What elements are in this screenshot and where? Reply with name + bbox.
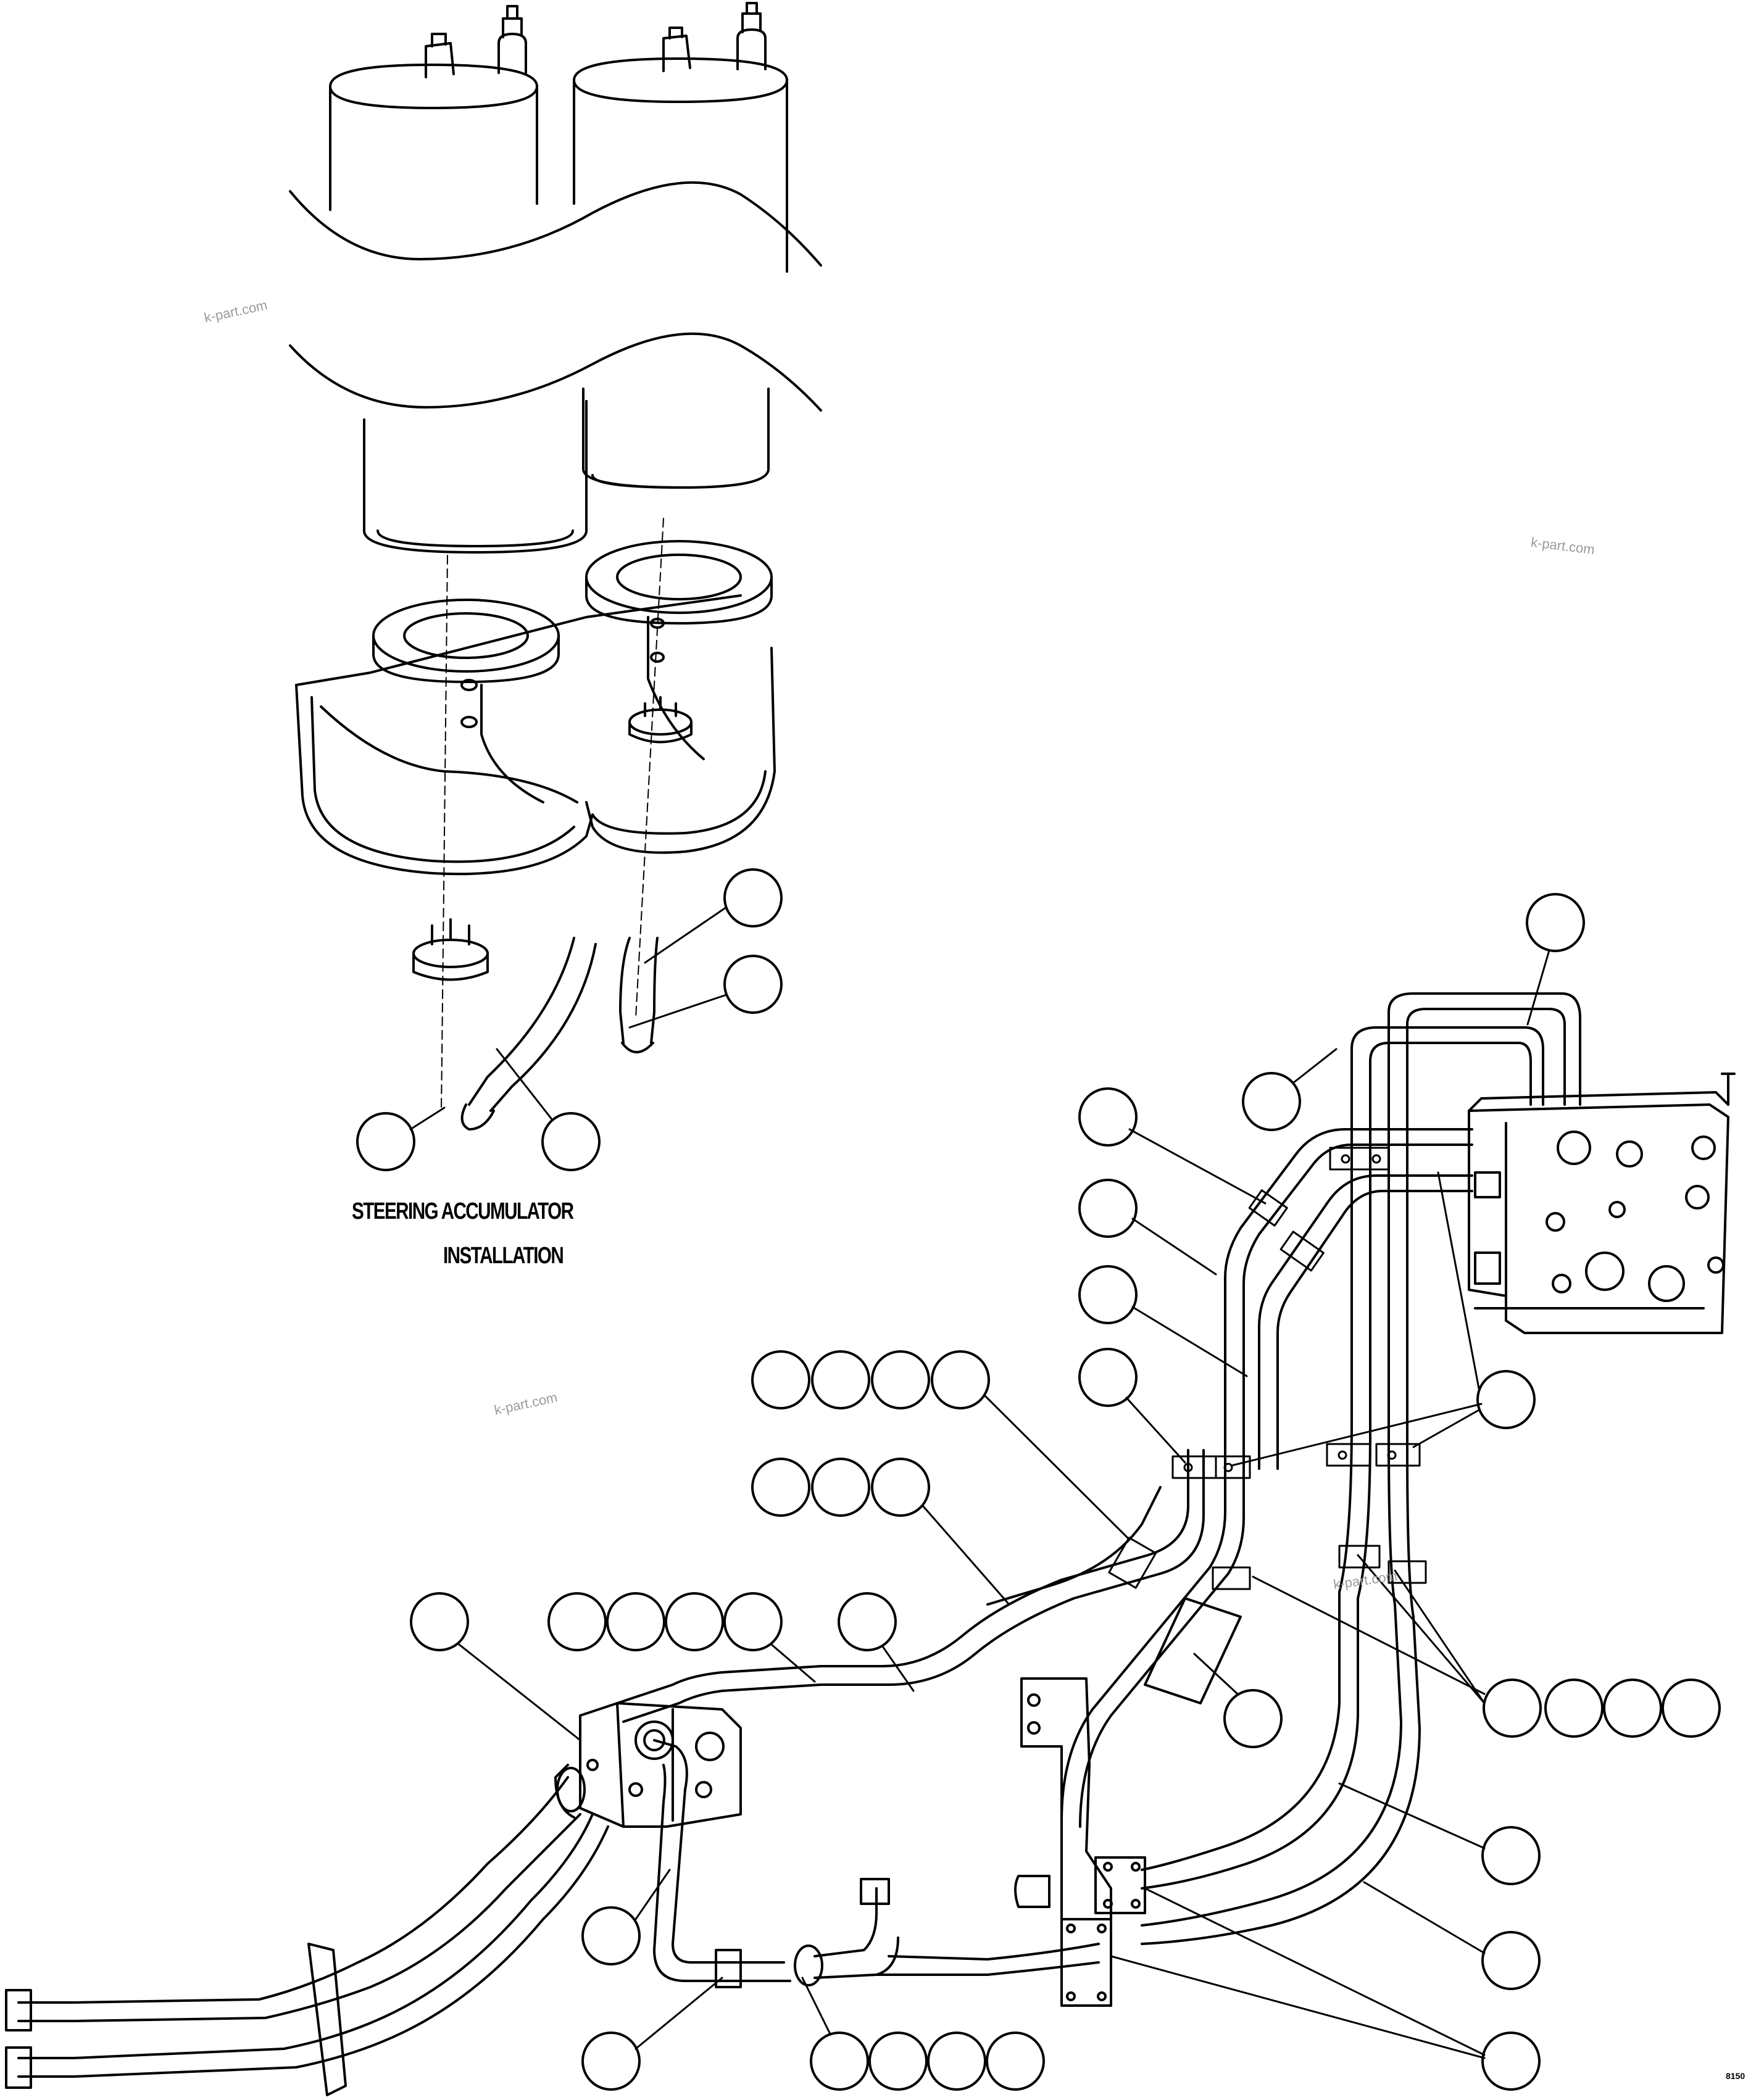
callout-14: [871, 1350, 930, 1409]
steel-lines: [616, 992, 1581, 1945]
mounting-plate: [1014, 1677, 1146, 2007]
mounting-bracket: [295, 540, 776, 876]
callout-28: [1603, 1679, 1662, 1738]
caption-line-1: STEERING ACCUMULATOR: [352, 1198, 574, 1224]
callout-38: [986, 2032, 1045, 2091]
callout-9: [1078, 1265, 1138, 1324]
callout-32: [1481, 2032, 1541, 2091]
callout-2: [723, 955, 783, 1014]
callout-34: [581, 2032, 641, 2091]
callout-18: [871, 1458, 930, 1517]
pump-pressure-hose-b: [653, 1764, 791, 1982]
pump-hose-lower-b: [17, 1825, 609, 2078]
callout-19: [410, 1592, 469, 1651]
accumulator-hose-right: [619, 937, 659, 1044]
callout-16: [751, 1458, 810, 1517]
callout-35: [810, 2032, 869, 2091]
callout-5: [1526, 893, 1585, 952]
callout-21: [606, 1592, 665, 1651]
callout-1: [723, 868, 783, 928]
callout-36: [868, 2032, 928, 2091]
hose-end-fittings: [5, 1943, 347, 2096]
callout-30: [1481, 1826, 1541, 1885]
hose-coupling: [715, 1878, 1100, 1988]
callout-8: [1078, 1179, 1138, 1238]
callout-6: [1242, 1072, 1301, 1131]
callout-24: [838, 1592, 897, 1651]
callout-29: [1662, 1679, 1721, 1738]
loose-flange-fitting: [412, 918, 489, 981]
accumulator-hose-left: [468, 937, 597, 1112]
pump-pressure-hose: [653, 1739, 785, 1964]
callout-12: [751, 1350, 810, 1409]
pump-hose-upper: [17, 1776, 569, 2004]
callout-15: [931, 1350, 990, 1409]
accumulator-left: [329, 5, 588, 554]
valve-block: [1468, 1073, 1736, 1334]
hose-end-right: [621, 1042, 654, 1053]
callout-22: [665, 1592, 724, 1651]
break-line-upper: [289, 181, 822, 267]
callout-3: [356, 1112, 415, 1171]
callouts: [356, 868, 1721, 2091]
hose-sleeve: [1144, 1597, 1242, 1704]
pump-hose-lower: [17, 1813, 594, 2059]
callout-7: [1078, 1087, 1138, 1147]
callout-27: [1544, 1679, 1604, 1738]
centerline-left: [441, 555, 448, 1111]
callout-13: [811, 1350, 870, 1409]
break-line-lower: [289, 332, 822, 412]
accumulator-right: [573, 2, 788, 489]
callout-37: [927, 2032, 986, 2091]
callout-20: [547, 1592, 607, 1651]
callout-33: [581, 1906, 641, 1965]
centerline-right: [635, 518, 664, 1019]
hose-end-left: [460, 1103, 495, 1131]
callout-10: [1078, 1348, 1138, 1407]
callout-4: [541, 1112, 601, 1171]
callout-23: [723, 1592, 783, 1651]
callout-17: [811, 1458, 870, 1517]
sheet-id: 8150: [1726, 2071, 1745, 2081]
pipe-clamps: [1108, 1147, 1427, 1590]
leader-lines: [409, 906, 1550, 2059]
callout-26: [1483, 1679, 1542, 1738]
caption-line-2: INSTALLATION: [443, 1243, 564, 1269]
pump-hose-upper-b: [17, 1813, 581, 2022]
callout-31: [1481, 1931, 1541, 1990]
callout-11: [1476, 1370, 1536, 1429]
steering-pump: [554, 1702, 742, 1828]
callout-25: [1223, 1689, 1283, 1748]
